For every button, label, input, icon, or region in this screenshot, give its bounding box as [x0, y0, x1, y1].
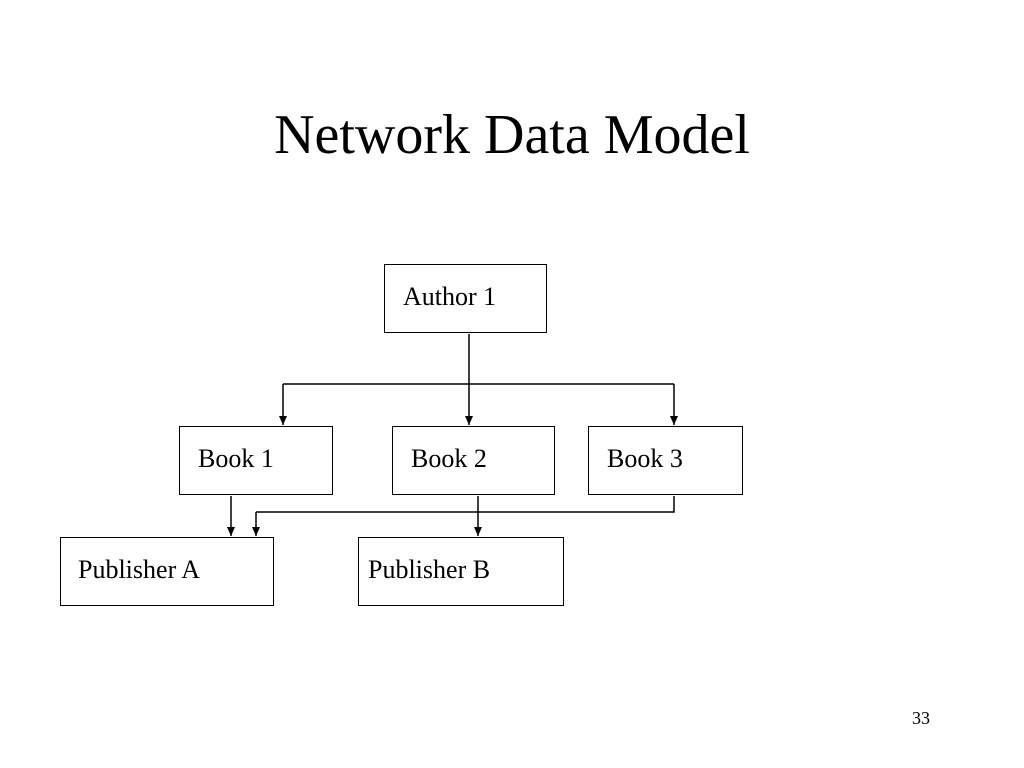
node-author-1-label: Author 1: [403, 282, 497, 311]
node-book-2: Book 2: [392, 426, 555, 495]
node-publisher-b-label: Publisher B: [368, 555, 491, 584]
node-book-3: Book 3: [588, 426, 743, 495]
node-publisher-a-label: Publisher A: [78, 555, 201, 584]
node-publisher-b: Publisher B: [358, 537, 564, 606]
node-book-3-label: Book 3: [607, 444, 683, 473]
slide-title: Network Data Model: [274, 104, 750, 166]
node-publisher-a: Publisher A: [60, 537, 274, 606]
node-book-2-label: Book 2: [411, 444, 487, 473]
node-author-1: Author 1: [384, 264, 547, 333]
page-number: 33: [912, 708, 930, 728]
node-book-1-label: Book 1: [198, 444, 274, 473]
connector-book3-to-publisher-a: [256, 496, 675, 513]
node-book-1: Book 1: [179, 426, 333, 495]
